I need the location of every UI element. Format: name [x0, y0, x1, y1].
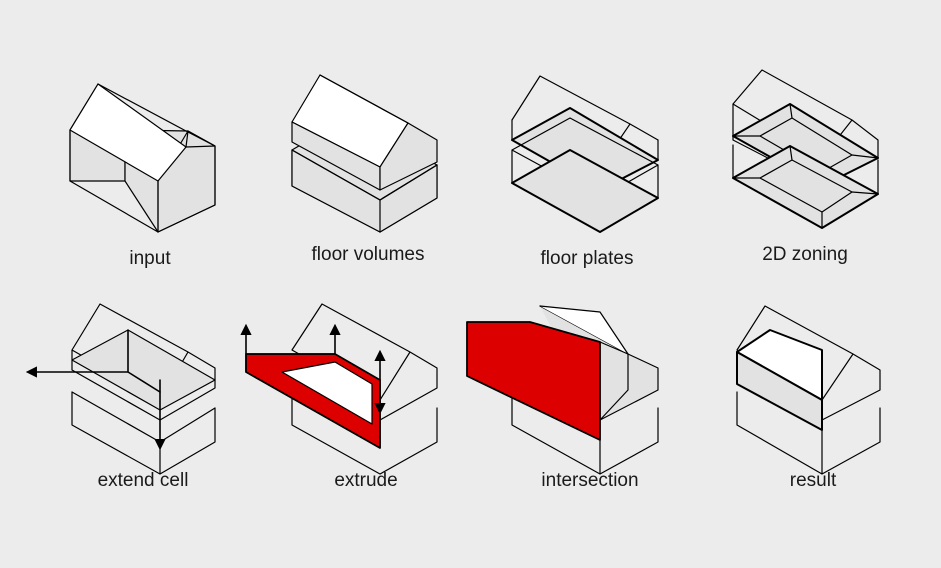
step-label-extrude: extrude: [334, 470, 398, 491]
result-figure: [736, 305, 881, 475]
step-label-floor-volumes: floor volumes: [311, 244, 425, 265]
intersection-red-volume: [466, 321, 601, 441]
floor-plates-figure: [511, 75, 659, 233]
step-label-input: input: [129, 248, 171, 269]
step-label-result: result: [789, 470, 837, 491]
lower-plate: [511, 149, 659, 233]
extrude-white-inner: [281, 361, 373, 425]
extrude-figure: [240, 303, 438, 475]
step-label-2d-zoning: 2D zoning: [762, 244, 848, 265]
floor-volumes-figure: [291, 74, 438, 233]
intersection-figure: [466, 305, 659, 475]
extend-cell-figure: [25, 303, 216, 475]
step-label-extend-cell: extend cell: [97, 470, 189, 491]
zoning-figure: [732, 69, 879, 229]
step-label-floor-plates: floor plates: [540, 248, 634, 269]
step-label-intersection: intersection: [541, 470, 639, 491]
house-input-figure: [69, 83, 216, 233]
